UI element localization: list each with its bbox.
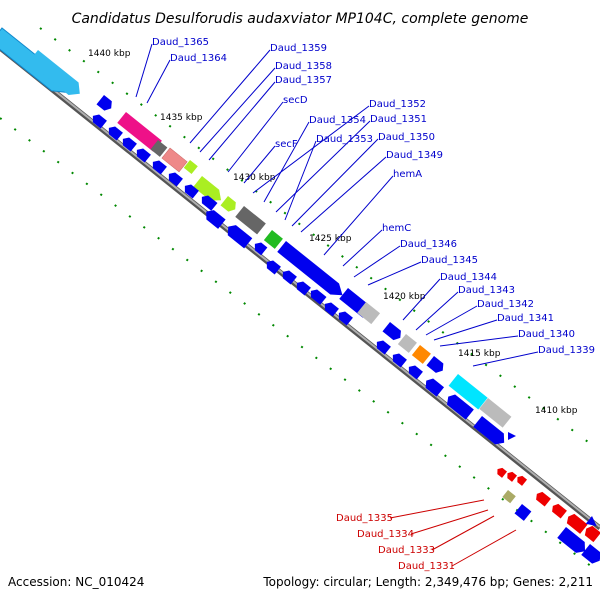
gene-label: Daud_1357 [275, 75, 332, 86]
tick-labels: 1440 kbp 1435 kbp 1430 kbp 1425 kbp 1420… [88, 49, 578, 416]
gene-label: Daud_1350 [378, 132, 435, 143]
gene-feature [206, 210, 226, 229]
gene-feature [266, 260, 281, 275]
gene-feature [508, 432, 516, 440]
gene-feature [184, 184, 199, 199]
tick-label: 1415 kbp [458, 349, 501, 359]
topology-text: Topology: circular; Length: 2,349,476 bp… [262, 575, 593, 589]
tick-label: 1440 kbp [88, 49, 131, 59]
gene-feature [183, 160, 198, 175]
inner-dotted-guide [0, 117, 600, 574]
gene-feature [168, 172, 183, 187]
tick-label: 1425 kbp [309, 234, 352, 244]
gene-label: Daud_1340 [518, 329, 575, 340]
tick-label: 1435 kbp [160, 113, 203, 123]
label-leader-lines [135, 43, 539, 567]
gene-label: Daud_1341 [497, 313, 554, 324]
gene-label: hemC [382, 223, 411, 234]
gene-label: secF [275, 139, 298, 150]
gene-feature [382, 322, 401, 341]
gene-label: Daud_1354 [309, 115, 366, 126]
gene-feature [397, 334, 417, 353]
gene-label: Daud_1349 [386, 150, 443, 161]
gene-feature [235, 206, 266, 235]
bottom-strand-genes [27, 50, 516, 445]
gene-feature [357, 302, 381, 325]
gene-feature [425, 378, 445, 397]
gene-label: Daud_1342 [477, 299, 534, 310]
gene-label: Daud_1359 [270, 43, 327, 54]
tick-label: 1420 kbp [383, 292, 426, 302]
gene-feature [566, 513, 588, 534]
gene-feature [27, 50, 80, 95]
gene-feature [220, 196, 236, 212]
gene-label: Daud_1365 [152, 37, 209, 48]
gene-feature [557, 527, 586, 553]
gene-feature [263, 230, 283, 249]
gene-feature [254, 242, 268, 256]
gene-feature [161, 147, 188, 173]
gene-label: Daud_1351 [370, 114, 427, 125]
gene-label: Daud_1353 [316, 134, 373, 145]
gene-feature [446, 394, 474, 420]
gene-feature [392, 353, 407, 368]
gene-label: Daud_1335 [336, 513, 393, 524]
gene-label: Daud_1334 [357, 529, 414, 540]
gene-feature [193, 176, 222, 201]
gene-feature [201, 195, 218, 211]
gene-label: Daud_1352 [369, 99, 426, 110]
gene-feature [150, 140, 168, 157]
lower-right-genes [497, 467, 600, 564]
gene-feature [376, 340, 391, 355]
gene-feature [473, 416, 505, 445]
map-title: Candidatus Desulforudis audaxviator MP10… [72, 11, 529, 27]
gene-feature [581, 544, 600, 564]
gene-feature [96, 95, 112, 111]
gene-feature [507, 471, 518, 482]
gene-feature [152, 160, 167, 175]
gene-feature [584, 525, 600, 543]
gene-feature [282, 270, 297, 285]
gene-label: Daud_1344 [440, 272, 497, 283]
gene-feature [122, 137, 137, 152]
gene-feature [338, 311, 353, 326]
gene-feature [585, 516, 597, 527]
gene-feature [448, 374, 488, 410]
gene-label: Daud_1346 [400, 239, 457, 250]
gene-feature [136, 148, 151, 163]
gene-label: Daud_1343 [458, 285, 515, 296]
gene-label: Daud_1339 [538, 345, 595, 356]
gene-feature [108, 126, 123, 141]
gene-feature [117, 112, 162, 152]
gene-label: hemA [393, 169, 422, 180]
gene-feature [514, 504, 532, 521]
gene-feature [497, 467, 508, 478]
gene-feature [502, 490, 516, 504]
gene-label: Daud_1358 [275, 61, 332, 72]
gene-feature [552, 503, 567, 519]
gene-feature [324, 302, 339, 317]
gene-feature [517, 475, 528, 486]
gene-label: Daud_1364 [170, 53, 227, 64]
accession-text: Accession: NC_010424 [8, 575, 144, 589]
gene-label: Daud_1345 [421, 255, 478, 266]
tick-label: 1430 kbp [233, 173, 276, 183]
gene-label: Daud_1333 [378, 545, 435, 556]
gene-feature [310, 289, 327, 305]
top-strand-genes [0, 27, 512, 428]
gene-feature [92, 114, 107, 129]
gene-feature [479, 398, 512, 428]
gene-feature [536, 491, 551, 507]
gene-labels: Daud_1365 Daud_1364 Daud_1359 Daud_1358 … [152, 37, 595, 572]
tick-label: 1410 kbp [535, 406, 578, 416]
gene-feature [411, 345, 431, 364]
gene-label: Daud_1331 [398, 561, 455, 572]
gene-feature [277, 241, 343, 296]
gene-feature [296, 281, 311, 296]
gene-feature [426, 356, 444, 373]
gene-feature [227, 225, 253, 249]
gene-feature [408, 365, 423, 380]
gene-label: secD [283, 95, 308, 106]
